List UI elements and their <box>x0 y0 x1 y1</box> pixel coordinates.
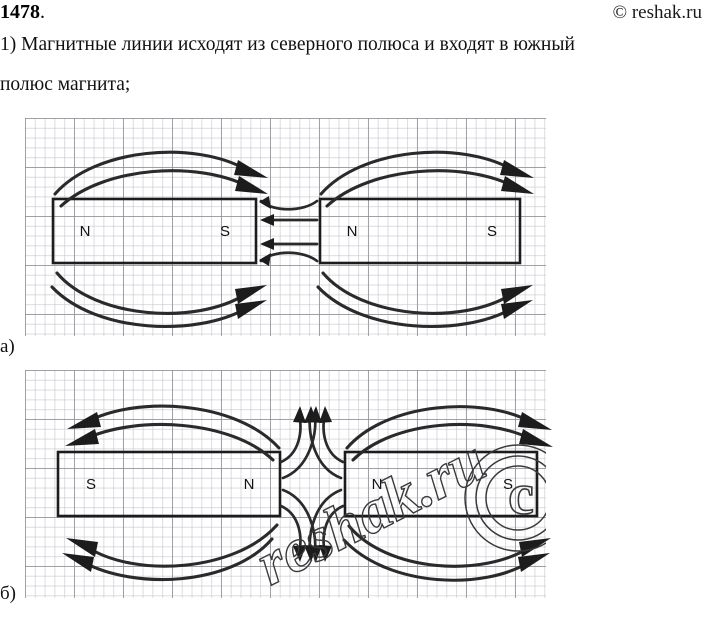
magnet-a-right-pole-label-north: N <box>347 223 358 240</box>
gap-field-b-down-3 <box>319 504 345 562</box>
magnet-b-left-body <box>56 450 282 518</box>
field-line-b-left-top-outer <box>67 404 281 450</box>
field-line-a-right-top-outer <box>319 150 534 196</box>
gap-field-b-up-3 <box>319 406 345 464</box>
gap-arrow-a-4 <box>259 251 319 266</box>
gap-arrow-a-1 <box>259 196 319 211</box>
statement-line-1: 1) Магнитные линии исходят из северного … <box>0 34 575 55</box>
field-line-a-right-top-inner <box>325 169 534 208</box>
figure-a-drawing: N S N S <box>50 150 534 329</box>
gap-arrow-a-3 <box>260 238 319 250</box>
field-line-b-right-bottom-inner <box>342 538 550 582</box>
figure-a-label: а) <box>0 336 15 357</box>
field-line-a-left-bottom-outer <box>55 271 267 315</box>
problem-number-value: 1478 <box>0 1 40 23</box>
problem-number-period: . <box>40 1 45 23</box>
magnet-a-left-pole-label-north: N <box>80 223 91 240</box>
field-line-a-right-bottom-inner <box>316 285 533 329</box>
figure-b-label: б) <box>0 583 16 604</box>
magnet-a-left-body <box>51 197 258 265</box>
figure-a: N S N S <box>25 118 546 336</box>
magnet-a-left-pole-label-south: S <box>220 223 230 240</box>
field-line-b-left-bottom-inner <box>62 537 274 582</box>
field-line-b-left-bottom-outer <box>66 523 279 568</box>
magnet-b-right-pole-label-south: S <box>503 476 513 493</box>
field-line-a-left-top-outer <box>53 150 268 196</box>
figure-b: S N N S <box>25 370 553 598</box>
field-line-b-right-top-outer <box>345 405 552 450</box>
field-line-a-left-top-inner <box>59 169 268 208</box>
figure-b-drawing: S N N S <box>56 404 553 582</box>
gap-field-b-up-1 <box>279 406 306 464</box>
field-line-a-right-bottom-outer <box>321 271 533 315</box>
gap-arrow-a-2 <box>260 214 319 226</box>
statement-line-2: полюс магнита; <box>0 74 131 95</box>
gap-field-b-down-4 <box>304 488 343 562</box>
problem-number: 1478. <box>0 0 45 24</box>
gap-field-b-up-4 <box>304 406 343 480</box>
gap-field-b-down-1 <box>279 504 306 562</box>
field-line-a-left-bottom-inner <box>50 285 267 329</box>
field-line-b-left-top-inner <box>65 422 275 462</box>
magnet-a-right-pole-label-south: S <box>487 223 497 240</box>
magnet-b-left-pole-label-south: S <box>86 476 96 493</box>
site-watermark-text: © reshak.ru <box>612 2 702 23</box>
magnet-b-right-pole-label-north: N <box>372 476 383 493</box>
magnet-b-left-pole-label-north: N <box>244 476 255 493</box>
field-line-b-right-top-inner <box>351 422 553 462</box>
magnet-a-right-body <box>318 197 522 265</box>
